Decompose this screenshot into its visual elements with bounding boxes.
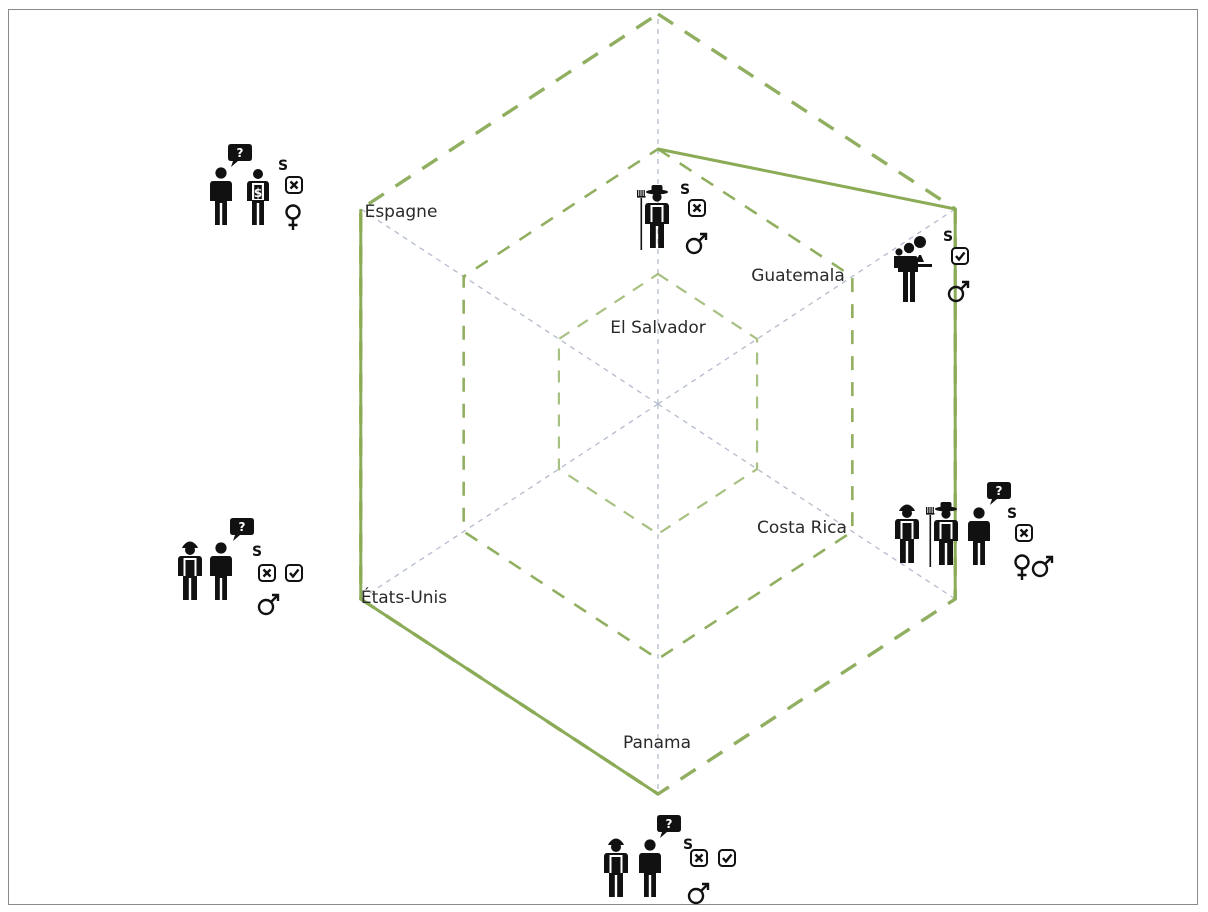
unpaid-box-icon [1014, 523, 1034, 543]
spoke-costa-rica [657, 403, 956, 600]
person-icon [210, 542, 232, 600]
profile-panama [604, 815, 737, 905]
profile-costa-rica [895, 482, 1054, 582]
axis-labels: El Salvador Guatemala Costa Rica Panama … [361, 202, 847, 753]
profile-etats-unis [178, 518, 304, 616]
unpaid-box-icon [257, 563, 277, 583]
worker-icon [178, 541, 202, 600]
axis-label-panama: Panama [623, 733, 691, 753]
worker-icon [895, 504, 919, 563]
farmer-icon [926, 502, 958, 567]
axis-label-etats-unis: États-Unis [361, 586, 447, 608]
dollar-sign-icon [679, 182, 691, 198]
dollar-sign-icon [942, 229, 954, 245]
profile-icons [178, 144, 1054, 905]
unpaid-box-icon [687, 198, 707, 218]
axis-label-costa-rica: Costa Rica [757, 518, 847, 538]
male-icon [947, 280, 970, 303]
axis-label-espagne: Espagne [365, 202, 438, 222]
axis-label-el-salvador: El Salvador [610, 318, 705, 338]
male-icon [687, 882, 710, 905]
person-icon [968, 507, 990, 565]
ring-2 [462, 147, 854, 661]
hexagon-grid [359, 11, 957, 797]
male-icon [685, 232, 708, 255]
paid-box-icon [284, 563, 304, 583]
polygon-edge-1 [657, 147, 956, 211]
spoke-espagne [360, 208, 659, 405]
polygon-edge-5 [359, 597, 659, 796]
spoke--tats-unis [360, 403, 659, 600]
axis-label-guatemala: Guatemala [751, 266, 845, 286]
speech-bubble-question-icon [657, 815, 681, 838]
speech-bubble-question-icon [987, 482, 1011, 505]
dollar-sign-icon [277, 158, 289, 174]
profile-el-salvador [637, 182, 708, 255]
farmer-icon [637, 185, 669, 250]
ring-1 [557, 272, 759, 536]
vendor-with-child-icon [894, 236, 932, 302]
domestic-worker-icon [247, 169, 269, 225]
speech-bubble-question-icon [228, 144, 252, 167]
profile-espagne [210, 144, 304, 232]
paid-box-icon [717, 848, 737, 868]
worker-icon [604, 838, 628, 897]
person-icon [639, 839, 661, 897]
female-icon [1014, 554, 1030, 582]
speech-bubble-question-icon [230, 518, 254, 541]
male-icon [257, 593, 280, 616]
unpaid-box-icon [689, 848, 709, 868]
person-icon [210, 167, 232, 225]
paid-box-icon [950, 246, 970, 266]
dollar-sign-icon [1006, 506, 1018, 522]
unpaid-box-icon [284, 175, 304, 195]
dollar-sign-icon [251, 544, 263, 560]
male-icon [1031, 555, 1054, 578]
female-icon [285, 204, 301, 232]
figure-frame [8, 9, 1198, 905]
